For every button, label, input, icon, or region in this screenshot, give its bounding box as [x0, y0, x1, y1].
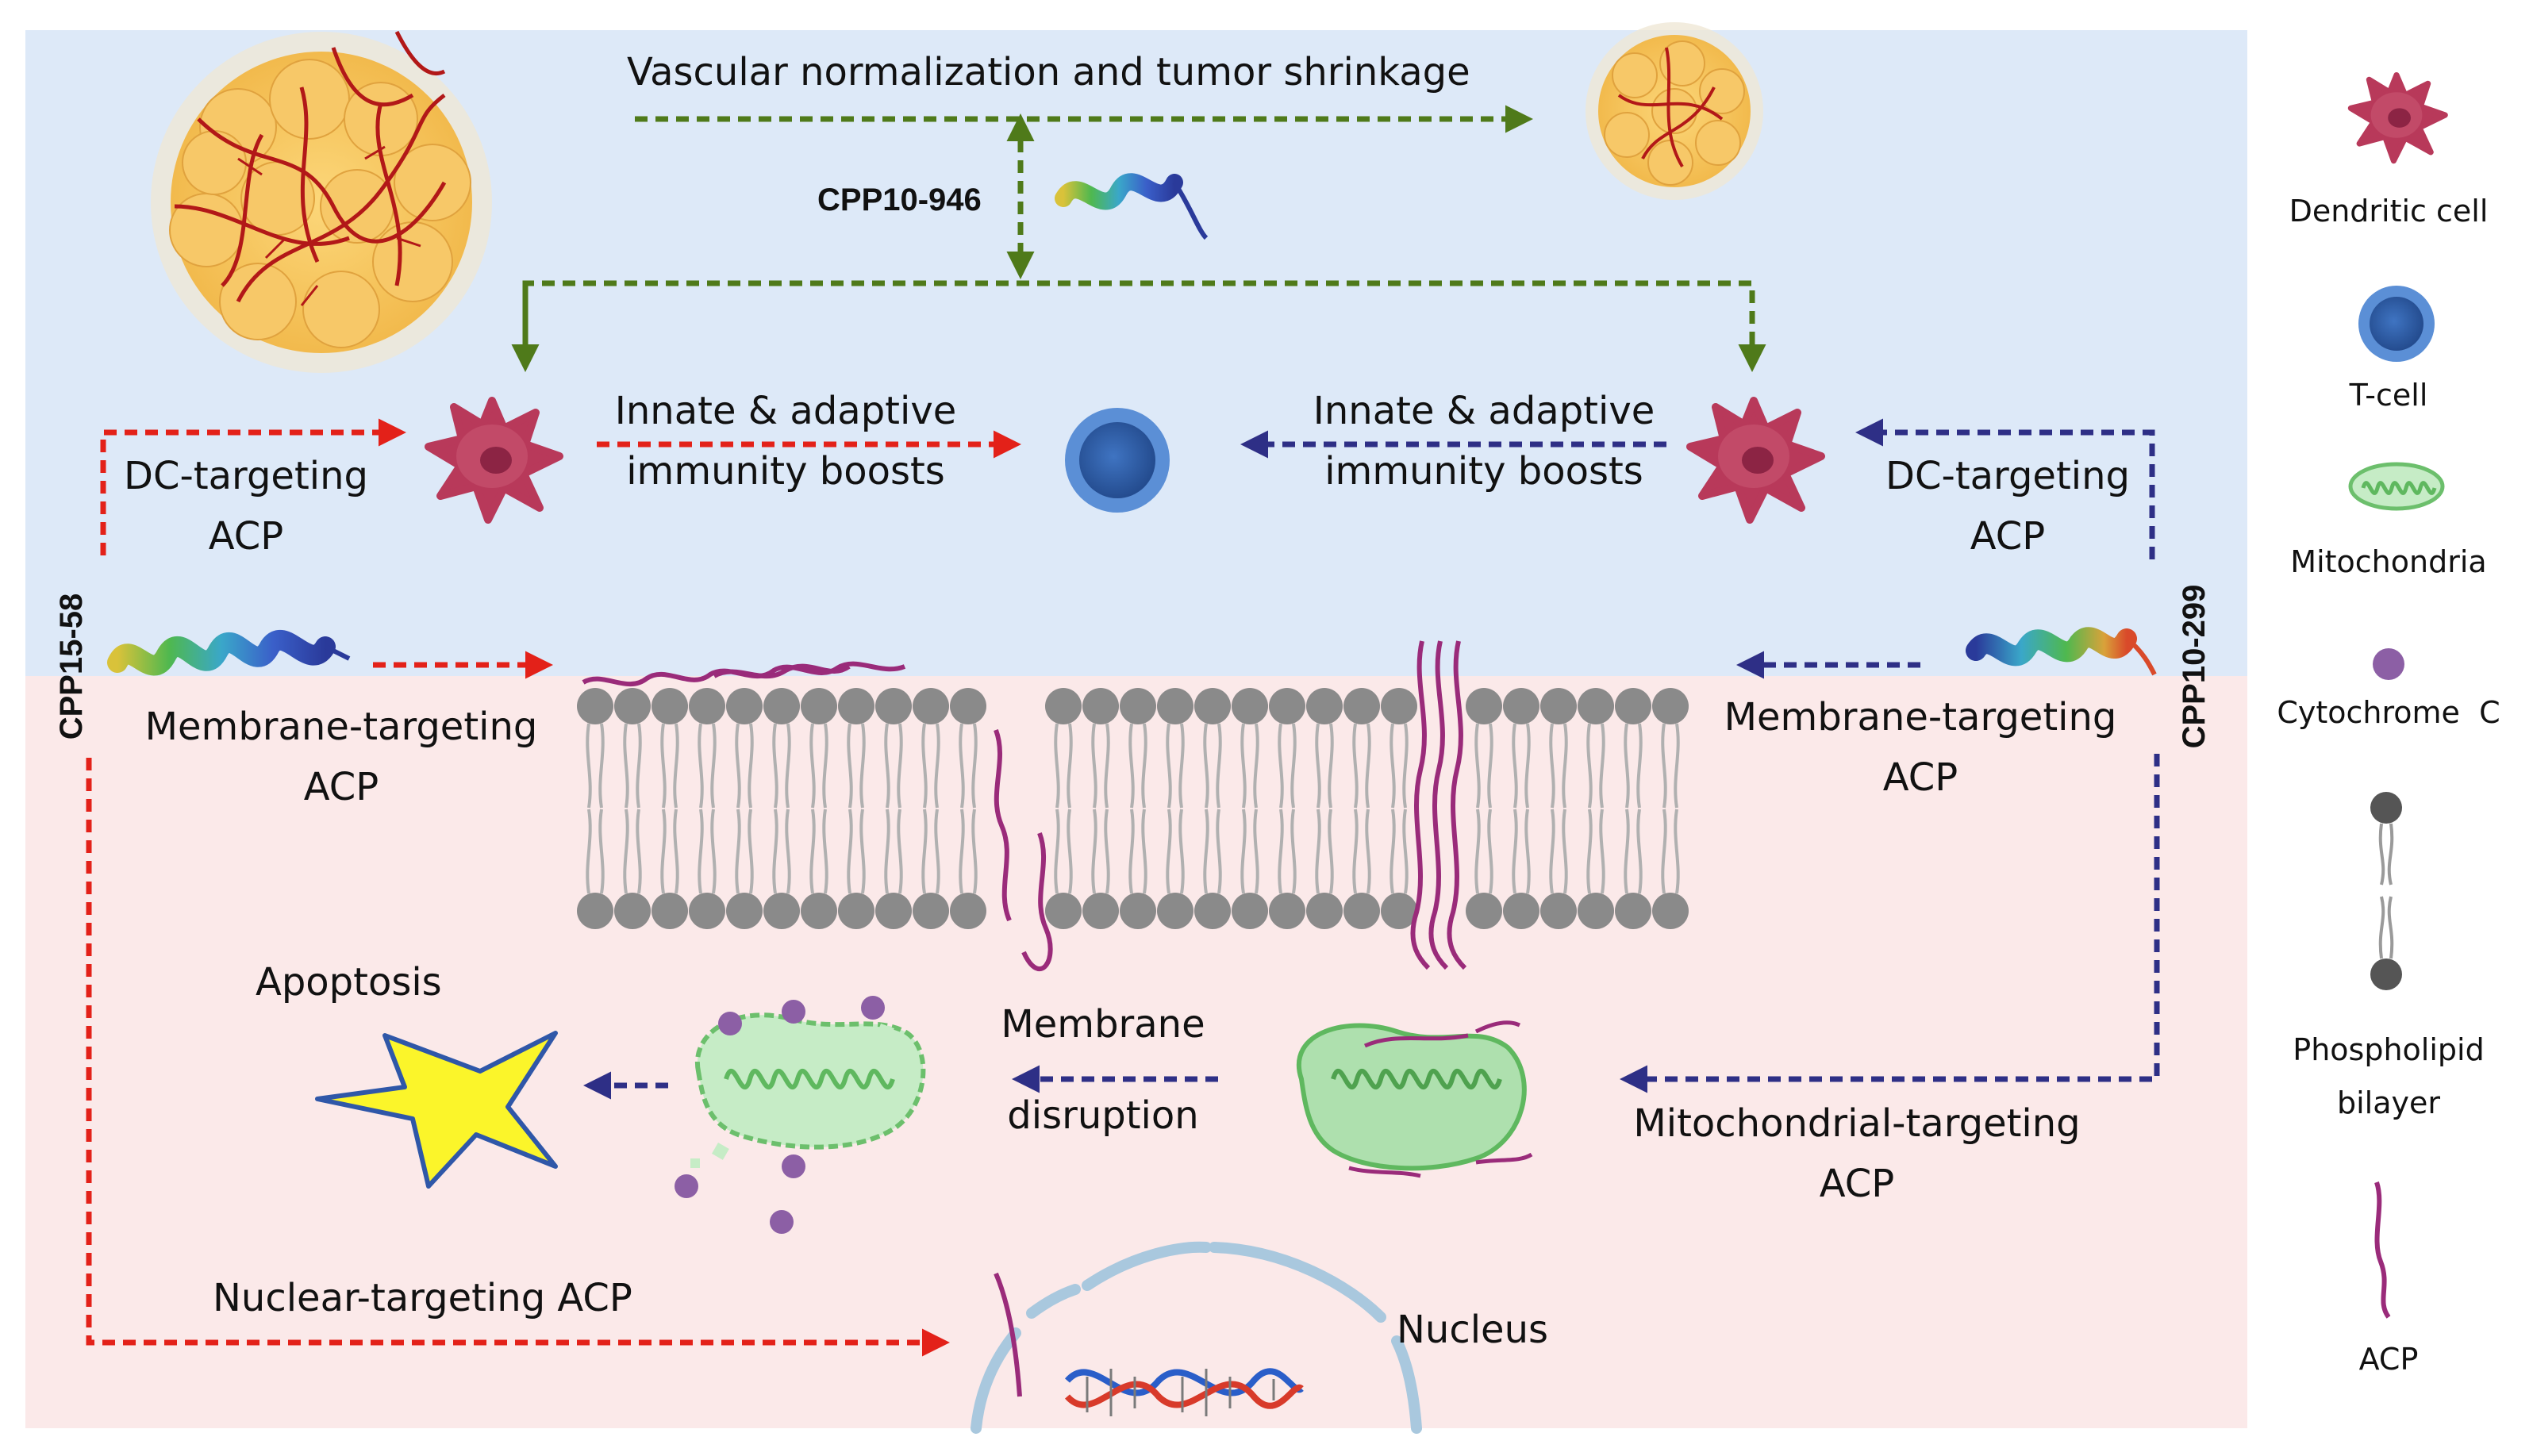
cpp15-58-peptide-icon	[107, 630, 351, 676]
mitochondrial-acp-label: ACP	[1819, 1162, 1895, 1206]
right-dc-acp-label: ACP	[1970, 514, 2046, 559]
legend-phospholipid-icon	[2370, 792, 2402, 990]
legend-dendritic-cell-icon	[2347, 72, 2448, 164]
left-membrane-targeting-label: Membrane-targeting	[144, 705, 538, 749]
right-dc-targeting-label: DC-targeting	[1885, 454, 2130, 498]
mitochondrial-targeting-label: Mitochondrial-targeting	[1633, 1101, 2081, 1146]
right-immunity-label-line1: Innate & adaptive	[1313, 389, 1655, 433]
nuclear-targeting-label: Nuclear-targeting ACP	[213, 1276, 632, 1320]
nucleus-label: Nucleus	[1397, 1308, 1549, 1352]
legend-cytochrome-c-icon	[2373, 648, 2404, 680]
cpp15-58-label: CPP15-58	[54, 593, 89, 740]
legend-phospholipid-label-line1: Phospholipid	[2293, 1032, 2485, 1067]
legend-phospholipid-label-line2: bilayer	[2336, 1085, 2440, 1120]
t-cell-icon	[1065, 408, 1170, 513]
cpp10-946-peptide-icon	[1055, 173, 1209, 240]
right-membrane-acp-label: ACP	[1882, 755, 1958, 800]
apoptosis-star-icon	[315, 1031, 558, 1189]
acp-strands	[582, 640, 1467, 972]
mitochondrion-target-icon	[1297, 1020, 1533, 1178]
left-dc-targeting-label: DC-targeting	[124, 454, 368, 498]
legend-acp-label: ACP	[2358, 1342, 2419, 1377]
left-dc-acp-label: ACP	[208, 514, 284, 559]
dendritic-cell-left-icon	[425, 397, 563, 524]
small-tumor-icon	[1586, 22, 1763, 200]
legend-t-cell-icon	[2358, 286, 2435, 362]
legend-mitochondria-label: Mitochondria	[2290, 544, 2487, 579]
left-membrane-acp-label: ACP	[303, 765, 379, 809]
cpp10-299-label: CPP10-299	[2177, 584, 2212, 749]
vascular-normalization-label: Vascular normalization and tumor shrinka…	[627, 50, 1470, 94]
right-immunity-label-line2: immunity boosts	[1324, 449, 1643, 494]
disrupted-mitochondrion-icon	[690, 1012, 926, 1168]
legend-acp-icon	[2374, 1181, 2391, 1319]
apoptosis-label: Apoptosis	[256, 960, 442, 1005]
dendritic-cell-right-icon	[1686, 397, 1825, 524]
cpp10-946-label: CPP10-946	[817, 182, 982, 217]
membrane-disruption-label-line2: disruption	[1007, 1093, 1199, 1138]
right-membrane-targeting-label: Membrane-targeting	[1724, 695, 2117, 740]
legend-t-cell-label: T-cell	[2349, 378, 2428, 413]
membrane-disruption-label-line1: Membrane	[1001, 1002, 1205, 1047]
left-immunity-label-line2: immunity boosts	[626, 449, 945, 494]
legend-cytochrome-c-label: Cytochrome C	[2277, 695, 2500, 730]
cpp10-299-peptide-icon	[1966, 627, 2157, 676]
nucleus-icon	[971, 1241, 1422, 1434]
left-immunity-label-line1: Innate & adaptive	[614, 389, 957, 433]
large-tumor-icon	[151, 30, 492, 373]
cytochrome-c-released	[675, 996, 885, 1234]
legend-dendritic-cell-label: Dendritic cell	[2289, 194, 2489, 229]
legend-mitochondria-icon	[2348, 462, 2445, 511]
